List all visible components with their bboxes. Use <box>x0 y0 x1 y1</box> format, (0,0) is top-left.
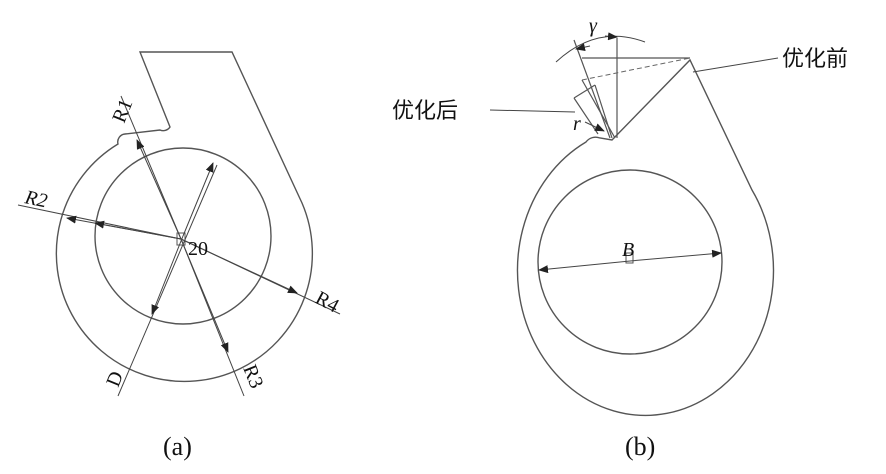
tongue-fold-2 <box>573 97 599 135</box>
volute-outline-b <box>516 58 775 417</box>
d-arrow-down <box>151 235 184 315</box>
label-r3: R3 <box>238 362 267 392</box>
gamma-arrow-right <box>604 32 618 41</box>
label-gamma: γ <box>589 15 598 37</box>
tongue-slant-optimized <box>573 39 611 139</box>
tongue-fold-4 <box>581 79 616 139</box>
r2-inner-arrow <box>94 220 182 240</box>
label-d: D <box>102 368 128 390</box>
label-angle: 20 <box>188 238 208 260</box>
d-line <box>117 164 218 397</box>
tongue-fold-3 <box>594 84 613 139</box>
gamma-arrow-left <box>575 43 591 52</box>
panel-a: R1 R2 20 R4 R3 D (a) <box>17 51 343 461</box>
r1-arrow <box>136 139 182 240</box>
impeller-circle-a <box>94 147 272 325</box>
tongue-top-dashed <box>581 57 691 81</box>
impeller-circle-b <box>537 169 723 355</box>
label-r1: R1 <box>108 96 137 126</box>
panel-b: B γ r 优化前 优化后 (b) <box>392 15 848 461</box>
r1-line <box>120 95 182 240</box>
caption-a: (a) <box>163 432 192 461</box>
r3-arrow <box>180 238 229 353</box>
tongue-fold-1 <box>573 84 596 99</box>
diameter-arrow-right <box>629 249 722 262</box>
label-diameter: B <box>622 239 634 261</box>
label-r2: R2 <box>22 186 49 212</box>
after-leader <box>489 109 576 113</box>
label-r: r <box>573 113 581 135</box>
label-after: 优化后 <box>392 99 458 124</box>
gamma-arc <box>555 35 646 63</box>
center-mark-b <box>625 252 634 264</box>
before-leader <box>692 57 779 73</box>
label-before: 优化前 <box>782 47 848 72</box>
r4-arrow <box>180 238 298 294</box>
volute-outline-a <box>55 51 314 383</box>
d-arrow-up <box>182 162 214 237</box>
diameter-arrow-left <box>538 260 631 274</box>
r-arrow <box>584 121 605 132</box>
caption-b: (b) <box>625 432 655 461</box>
